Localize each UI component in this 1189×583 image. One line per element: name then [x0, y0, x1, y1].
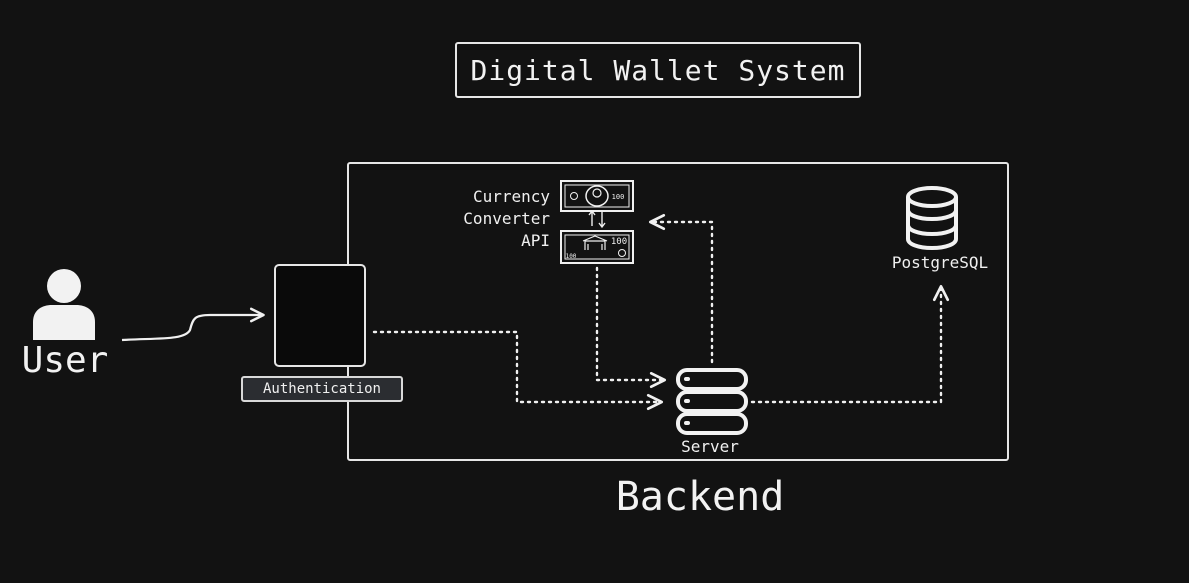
- currency-api-label-line1: Currency: [472, 187, 550, 206]
- edge-server-to-api: [648, 213, 714, 364]
- edge-api-to-server: [595, 266, 667, 389]
- server-label: Server: [681, 437, 739, 456]
- banknote-top-icon: 100: [560, 180, 634, 212]
- database-icon: [906, 186, 958, 251]
- authentication-node: [274, 264, 366, 367]
- backend-group-label: Backend: [615, 474, 785, 520]
- currency-api-label-line3: API: [521, 231, 550, 250]
- user-label: User: [21, 340, 109, 381]
- banknote-bottom-value: 100: [611, 237, 627, 247]
- edge-auth-to-server: [372, 330, 664, 411]
- exchange-arrows-icon: [588, 209, 606, 229]
- user-icon: [33, 269, 95, 340]
- edge-user-to-auth: [121, 307, 265, 342]
- currency-api-label: Currency Converter API: [440, 186, 550, 252]
- banknote-bottom-small-value: 100: [566, 253, 577, 260]
- banknote-top-value: 100: [612, 193, 625, 201]
- authentication-label: Authentication: [241, 376, 403, 402]
- banknote-bottom-icon: 100 100: [560, 230, 634, 264]
- edge-server-to-db: [750, 284, 950, 404]
- postgresql-label: PostgreSQL: [891, 253, 989, 272]
- diagram-title: Digital Wallet System: [455, 42, 861, 98]
- server-icon: [676, 368, 748, 435]
- currency-api-label-line2: Converter: [463, 209, 550, 228]
